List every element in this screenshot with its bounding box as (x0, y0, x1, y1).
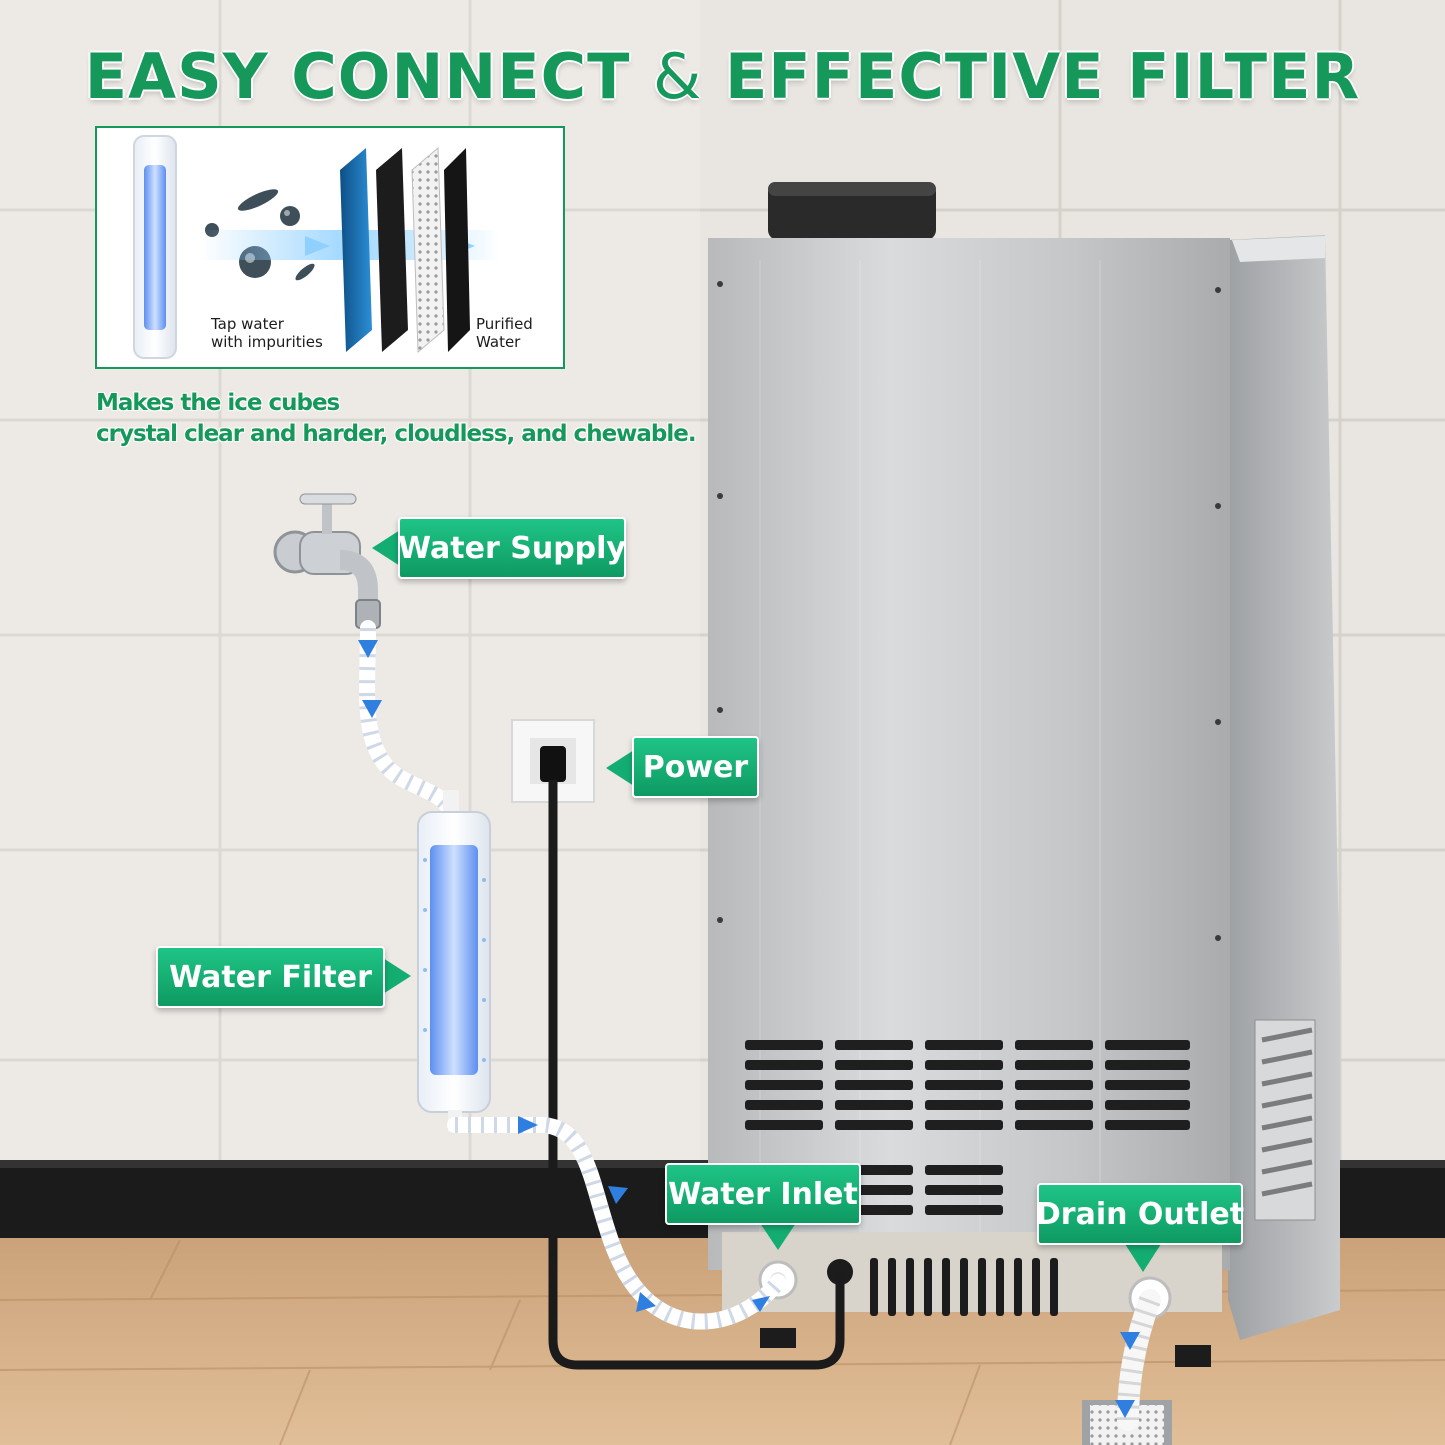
water-supply-callout: Water Supply (398, 517, 626, 579)
water-filter-callout: Water Filter (156, 946, 385, 1008)
drain-outlet-callout: Drain Outlet (1036, 1183, 1244, 1245)
power-callout: Power (632, 736, 759, 798)
drain-outlet-pointer (1125, 1244, 1161, 1272)
tap-water-label-line2: with impurities (211, 333, 323, 351)
purified-water-label-line2: Water (476, 333, 521, 351)
power-pointer (606, 750, 634, 786)
headline-part2: EFFECTIVE FILTER (724, 40, 1361, 113)
tagline-line2: crystal clear and harder, cloudless, and… (96, 421, 697, 447)
headline-part1: EASY CONNECT (84, 40, 631, 113)
tap-water-label: Tap water with impurities (211, 315, 323, 351)
tap-water-label-line1: Tap water (211, 315, 284, 333)
water-inlet-pointer (760, 1223, 796, 1250)
water-supply-pointer (372, 530, 400, 566)
tagline-line1: Makes the ice cubes (96, 390, 340, 416)
tagline: Makes the ice cubes crystal clear and ha… (96, 388, 697, 450)
water-filter-pointer (383, 958, 411, 994)
purified-water-label: Purified Water (476, 315, 533, 351)
water-inlet-callout: Water Inlet (665, 1163, 861, 1225)
headline: EASY CONNECT & EFFECTIVE FILTER (0, 40, 1445, 113)
purified-water-label-line1: Purified (476, 315, 533, 333)
headline-ampersand: & (653, 40, 703, 113)
